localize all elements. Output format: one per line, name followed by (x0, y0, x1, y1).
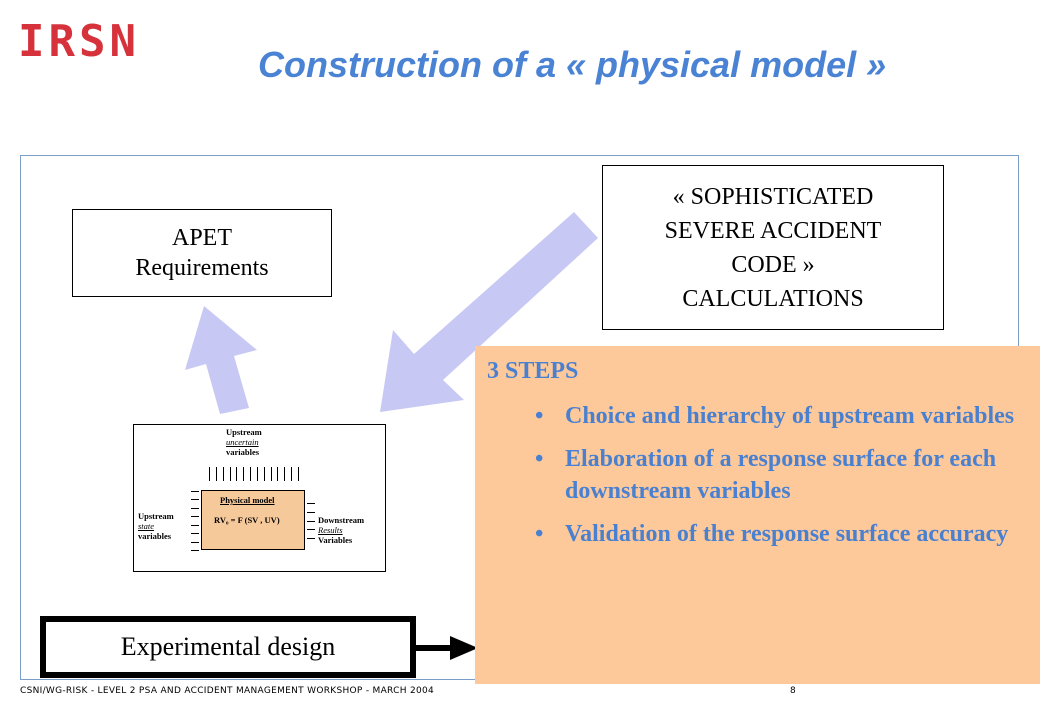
steps-panel: 3 STEPS • Choice and hierarchy of upstrea… (475, 346, 1040, 684)
us-line3: variables (138, 531, 172, 541)
apet-line2: Requirements (135, 255, 269, 281)
up-arrow (185, 306, 257, 414)
ds-line3: Variables (318, 535, 353, 545)
code-line2: SEVERE ACCIDENT (664, 217, 882, 244)
ds-line1: Downstream (318, 515, 365, 525)
core-title: Physical model (220, 495, 275, 505)
step-item: • Elaboration of a response surface for e… (487, 443, 1040, 507)
uu-line3: variables (226, 447, 260, 457)
step-item: • Validation of the response surface accu… (487, 518, 1040, 550)
downstream-label: Downstream Results Variables (318, 515, 364, 545)
exp-arrow-head (450, 636, 478, 660)
bullet-icon: • (535, 403, 544, 429)
exp-arrow-shaft (416, 645, 452, 651)
footer-text: CSNI/WG-RISK - LEVEL 2 PSA AND ACCIDENT … (20, 686, 435, 696)
ds-line2: Results (318, 525, 343, 535)
step-text: Choice and hierarchy of upstream variabl… (565, 403, 1015, 429)
apet-requirements-box: APET Requirements (72, 209, 332, 297)
apet-line1: APET (172, 225, 232, 251)
us-line2: state (138, 521, 155, 531)
bullet-icon: • (535, 521, 544, 547)
step-text: Validation of the response surface accur… (565, 521, 1009, 547)
uu-line1: Upstream (226, 427, 262, 437)
upstream-ticks (209, 467, 299, 481)
code-calculations-box: « SOPHISTICATED SEVERE ACCIDENT CODE » C… (602, 165, 944, 330)
step-item: • Choice and hierarchy of upstream variab… (487, 400, 1040, 432)
physical-model-core: Physical model RV₀ = F (SV , UV) (201, 490, 305, 550)
bullet-icon: • (535, 446, 544, 472)
core-formula: RV₀ = F (SV , UV) (214, 515, 280, 525)
upstream-uncertain-label: Upstream uncertain variables (226, 427, 262, 457)
steps-list: • Choice and hierarchy of upstream variab… (487, 400, 1040, 550)
step-text: Elaboration of a response surface for ea… (565, 446, 997, 504)
us-line1: Upstream (138, 511, 174, 521)
code-line4: CALCULATIONS (682, 285, 864, 312)
page-title: Construction of a « physical model » (258, 44, 887, 85)
upstream-state-label: Upstream state variables (138, 511, 174, 541)
uu-line2: uncertain (226, 437, 259, 447)
steps-heading: 3 STEPS (487, 358, 579, 384)
downstream-ticks (307, 503, 315, 539)
page-number: 8 (790, 686, 796, 696)
code-line1: « SOPHISTICATED (672, 183, 874, 210)
state-ticks (191, 491, 199, 551)
code-line3: CODE » (731, 251, 815, 278)
irsn-logo: IRSN (18, 18, 140, 66)
physical-model-diagram: Upstream uncertain variables Upstream st… (133, 424, 386, 572)
diagonal-arrow (380, 212, 598, 412)
logo-letters: IRSN (18, 16, 140, 67)
experimental-design-box: Experimental design (40, 616, 416, 678)
